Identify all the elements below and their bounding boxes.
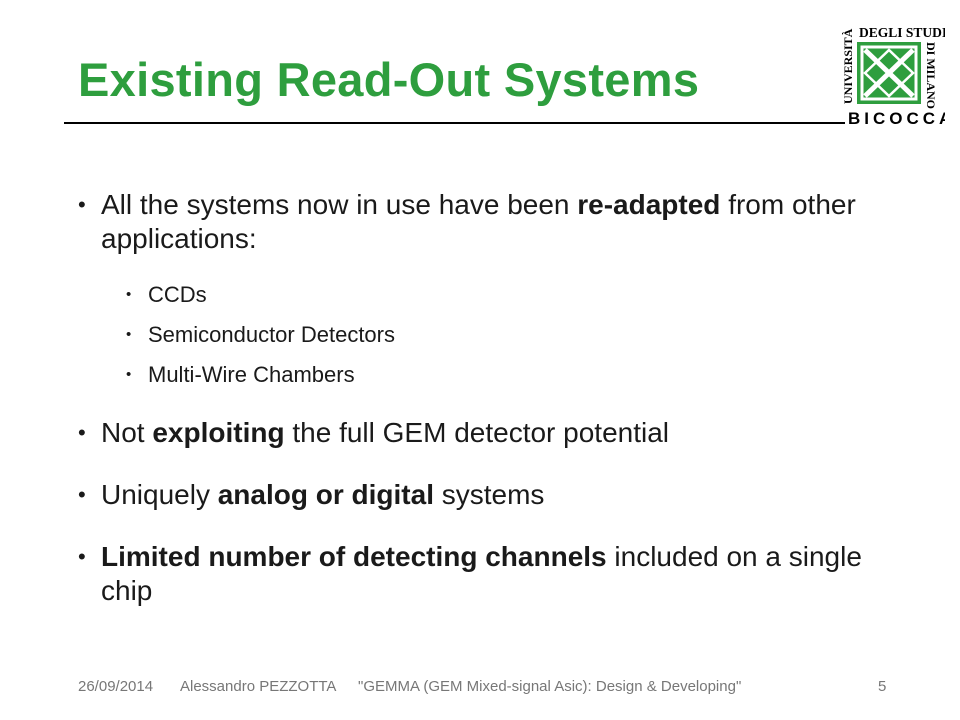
sub-bullet-text: Multi-Wire Chambers (148, 362, 355, 387)
bullet-dot: • (78, 544, 86, 569)
bullet-uniquely: • Uniquely analog or digital systems (78, 478, 898, 512)
bullet-emphasis: analog or digital (217, 479, 434, 510)
logo-text-top: DEGLI STUDI (859, 25, 945, 40)
bullet-dot: • (126, 326, 132, 343)
bullet-list: • All the systems now in use have been r… (78, 188, 898, 608)
logo-text-left: UNIVERSITÀ (841, 28, 855, 104)
logo-text-bottom: BICOCCA (848, 109, 945, 128)
logo-inner-frame (860, 45, 918, 101)
footer-talk-title: "GEMMA (GEM Mixed-signal Asic): Design &… (358, 678, 742, 695)
logo-text-right: DI MILANO (924, 42, 938, 109)
bullet-dot: • (78, 420, 86, 445)
title-underline (64, 122, 845, 124)
bullet-limited: • Limited number of detecting channels i… (78, 540, 898, 608)
bullet-systems: • All the systems now in use have been r… (78, 188, 898, 256)
bullet-text: included on a single chip (101, 541, 862, 606)
logo-cross (863, 48, 915, 98)
sub-bullet-text: CCDs (148, 282, 207, 307)
sub-bullet-ccds: • CCDs (126, 282, 898, 308)
bullet-dot: • (126, 286, 132, 303)
footer-page-number: 5 (878, 678, 887, 695)
bullet-dot: • (78, 192, 86, 217)
footer-date: 26/09/2014 (78, 678, 154, 695)
bullet-text: the full GEM detector potential (284, 417, 670, 448)
bullet-text: Uniquely (101, 479, 218, 510)
sub-bullet-text: Semiconductor Detectors (148, 322, 395, 347)
logo-diamond (863, 48, 915, 98)
bullet-text: from other applications: (101, 189, 856, 254)
slide-title: Existing Read-Out Systems (78, 53, 700, 106)
bullet-dot: • (78, 482, 86, 507)
university-logo: UNIVERSITÀ DEGLI STUDI DI MILANO BICOCCA (841, 25, 945, 128)
sub-bullet-multiwire: • Multi-Wire Chambers (126, 362, 898, 388)
bullet-dot: • (126, 366, 132, 383)
bullet-text: systems (433, 479, 545, 510)
bullet-text: All the systems now in use have been (101, 189, 578, 220)
sub-bullet-semiconductor: • Semiconductor Detectors (126, 322, 898, 348)
bullet-emphasis: Limited number of detecting channels (101, 541, 607, 572)
bullet-emphasis: exploiting (152, 417, 285, 448)
bullet-exploiting: • Not exploiting the full GEM detector p… (78, 416, 898, 450)
bullet-text: Not (101, 417, 153, 448)
bullet-emphasis: re-adapted (577, 189, 721, 220)
footer-author: Alessandro PEZZOTTA (180, 678, 337, 695)
